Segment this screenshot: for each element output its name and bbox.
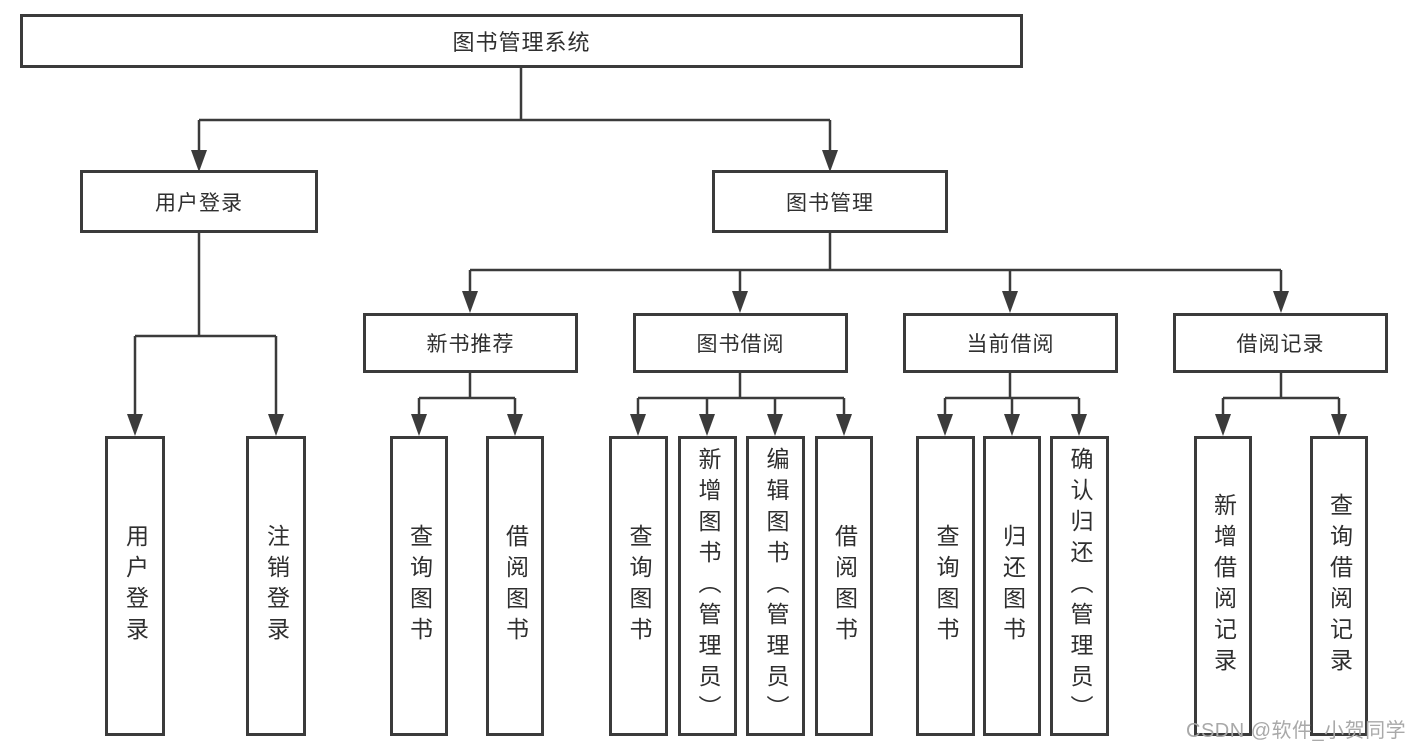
arrowhead-nb-borrow bbox=[507, 414, 523, 436]
arrowhead-current-borrow bbox=[1002, 291, 1018, 313]
leaf-bb-borrow-books-label: 借阅图书 bbox=[831, 524, 858, 648]
leaf-br-add-record-label: 新增借阅记录 bbox=[1210, 493, 1237, 679]
connector-current-borrow-to-leaves bbox=[943, 373, 1081, 415]
leaf-bb-add-books: 新增图书（管理员） bbox=[678, 436, 737, 736]
leaf-bb-edit-books-label: 编辑图书（管理员） bbox=[763, 446, 789, 726]
arrowhead-bb-query bbox=[630, 414, 646, 436]
arrowhead-leaf-logout bbox=[268, 414, 284, 436]
arrowhead-user-login bbox=[191, 150, 207, 172]
arrowhead-bb-add bbox=[699, 414, 715, 436]
node-user-login: 用户登录 bbox=[80, 170, 318, 233]
node-user-login-label: 用户登录 bbox=[155, 191, 243, 215]
arrowhead-book-management bbox=[822, 150, 838, 172]
leaf-cb-return-books: 归还图书 bbox=[983, 436, 1041, 736]
arrowhead-cb-query bbox=[937, 414, 953, 436]
connector-user-login-to-leaves bbox=[133, 233, 278, 415]
leaf-user-login-label: 用户登录 bbox=[122, 524, 149, 648]
node-root-system-label: 图书管理系统 bbox=[452, 30, 591, 55]
leaf-cb-confirm-return-label: 确认归还（管理员） bbox=[1067, 446, 1093, 726]
node-book-management: 图书管理 bbox=[712, 170, 948, 233]
arrowhead-cb-confirm bbox=[1071, 414, 1087, 436]
node-new-book-recommend: 新书推荐 bbox=[363, 313, 578, 373]
arrowhead-borrow-record bbox=[1273, 291, 1289, 313]
leaf-nb-borrow-books-label: 借阅图书 bbox=[502, 524, 529, 648]
leaf-nb-borrow-books: 借阅图书 bbox=[486, 436, 544, 736]
leaf-logout-label: 注销登录 bbox=[263, 524, 290, 648]
connector-borrow-record-to-leaves bbox=[1221, 373, 1341, 415]
arrowhead-bb-borrow bbox=[836, 414, 852, 436]
arrowhead-new-book-recommend bbox=[462, 291, 478, 313]
leaf-cb-query-books-label: 查询图书 bbox=[933, 524, 959, 648]
leaf-nb-query-books-label: 查询图书 bbox=[406, 524, 433, 648]
node-book-borrow-label: 图书借阅 bbox=[696, 333, 785, 356]
node-book-borrow: 图书借阅 bbox=[633, 313, 848, 373]
arrowhead-nb-query bbox=[411, 414, 427, 436]
leaf-br-query-record: 查询借阅记录 bbox=[1310, 436, 1368, 736]
arrowhead-bb-edit bbox=[767, 414, 783, 436]
arrowhead-br-add bbox=[1215, 414, 1231, 436]
node-current-borrow-label: 当前借阅 bbox=[966, 333, 1055, 356]
node-book-management-label: 图书管理 bbox=[786, 191, 874, 215]
leaf-cb-confirm-return: 确认归还（管理员） bbox=[1050, 436, 1109, 736]
node-root-system: 图书管理系统 bbox=[20, 14, 1023, 68]
leaf-br-query-record-label: 查询借阅记录 bbox=[1326, 493, 1353, 679]
leaf-bb-add-books-label: 新增图书（管理员） bbox=[695, 446, 721, 726]
connector-root-to-level2 bbox=[197, 68, 832, 151]
leaf-user-login: 用户登录 bbox=[105, 436, 165, 736]
connector-book-borrow-to-leaves bbox=[636, 373, 846, 415]
connector-new-book-recommend-to-leaves bbox=[417, 373, 517, 415]
leaf-bb-edit-books: 编辑图书（管理员） bbox=[746, 436, 805, 736]
arrowhead-br-query bbox=[1331, 414, 1347, 436]
leaf-logout: 注销登录 bbox=[246, 436, 306, 736]
connector-book-management-to-level3 bbox=[468, 233, 1283, 292]
node-new-book-recommend-label: 新书推荐 bbox=[426, 333, 515, 356]
leaf-cb-query-books: 查询图书 bbox=[916, 436, 975, 736]
arrowhead-book-borrow bbox=[732, 291, 748, 313]
arrowhead-cb-return bbox=[1004, 414, 1020, 436]
leaf-bb-query-books-label: 查询图书 bbox=[626, 524, 652, 648]
node-current-borrow: 当前借阅 bbox=[903, 313, 1118, 373]
node-borrow-record: 借阅记录 bbox=[1173, 313, 1388, 373]
leaf-nb-query-books: 查询图书 bbox=[390, 436, 448, 736]
leaf-cb-return-books-label: 归还图书 bbox=[999, 524, 1026, 648]
leaf-bb-query-books: 查询图书 bbox=[609, 436, 668, 736]
leaf-br-add-record: 新增借阅记录 bbox=[1194, 436, 1252, 736]
node-borrow-record-label: 借阅记录 bbox=[1236, 333, 1325, 356]
csdn-watermark: CSDN @软件_小贺同学 bbox=[1186, 720, 1405, 742]
leaf-bb-borrow-books: 借阅图书 bbox=[815, 436, 873, 736]
arrowhead-leaf-user-login bbox=[127, 414, 143, 436]
